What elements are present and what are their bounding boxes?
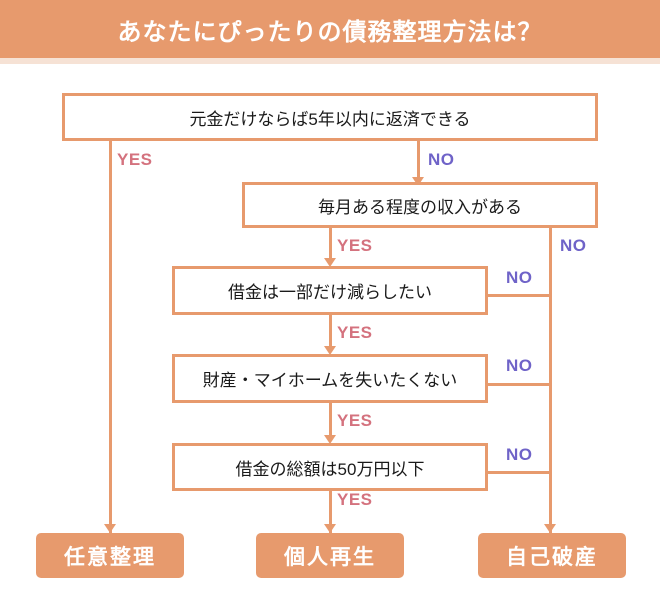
- question-text-q4: 財産・マイホームを失いたくない: [202, 371, 458, 390]
- question-text-q3: 借金は一部だけ減らしたい: [228, 283, 432, 302]
- page-title: あなたにぴったりの債務整理方法は？: [117, 18, 543, 46]
- connector-q5-yes-vertical: [329, 491, 332, 534]
- connector-q4-yes-vertical: [329, 403, 332, 435]
- result-text-nini-seiri: 任意整理: [64, 545, 156, 569]
- branch-label-q2-yes: YES: [337, 236, 373, 255]
- connector-q4-no-horizontal: [487, 383, 550, 386]
- arrow-q2-yes-to-q3: [324, 258, 336, 267]
- question-box-q2[interactable]: 毎月ある程度の収入がある: [242, 182, 598, 228]
- connector-q3-no-horizontal: [487, 294, 550, 297]
- result-text-kojin-saisei: 個人再生: [284, 545, 376, 569]
- branch-label-q5-no: NO: [506, 445, 533, 464]
- connector-q2-yes-vertical: [329, 228, 332, 258]
- branch-label-q5-yes: YES: [337, 490, 373, 509]
- result-text-jiko-hasan: 自己破産: [506, 545, 598, 569]
- arrow-q1-no-to-q2: [412, 177, 424, 186]
- page-header: あなたにぴったりの債務整理方法は？: [0, 0, 660, 58]
- question-box-q3[interactable]: 借金は一部だけ減らしたい: [172, 266, 488, 315]
- branch-label-q2-no: NO: [560, 236, 587, 255]
- result-box-jiko-hasan[interactable]: 自己破産: [478, 533, 626, 578]
- branch-label-q3-no: NO: [506, 268, 533, 287]
- header-underline: [0, 58, 660, 64]
- branch-label-q1-yes: YES: [117, 150, 153, 169]
- result-box-kojin-saisei[interactable]: 個人再生: [256, 533, 404, 578]
- connector-q2-no-vertical: [549, 228, 552, 534]
- question-box-q1[interactable]: 元金だけならば5年以内に返済できる: [62, 93, 598, 141]
- branch-label-q4-no: NO: [506, 356, 533, 375]
- question-text-q1: 元金だけならば5年以内に返済できる: [189, 109, 471, 129]
- connector-q5-no-horizontal: [487, 471, 550, 474]
- question-text-q5: 借金の総額は50万円以下: [235, 459, 425, 479]
- arrow-q4-yes-to-q5: [324, 435, 336, 444]
- question-text-q2: 毎月ある程度の収入がある: [318, 197, 522, 217]
- branch-label-q4-yes: YES: [337, 411, 373, 430]
- branch-label-q3-yes: YES: [337, 323, 373, 342]
- arrow-q1-yes-to-r1: [104, 524, 116, 533]
- arrow-no-column-to-r3: [544, 524, 556, 533]
- connector-q1-yes-vertical: [109, 141, 112, 534]
- arrow-q5-yes-to-r2: [324, 524, 336, 533]
- result-box-nini-seiri[interactable]: 任意整理: [36, 533, 184, 578]
- connector-q3-yes-vertical: [329, 315, 332, 346]
- connector-q1-no-vertical: [417, 141, 420, 181]
- question-box-q5[interactable]: 借金の総額は50万円以下: [172, 443, 488, 491]
- arrow-q3-yes-to-q4: [324, 346, 336, 355]
- branch-label-q1-no: NO: [428, 150, 455, 169]
- question-box-q4[interactable]: 財産・マイホームを失いたくない: [172, 354, 488, 403]
